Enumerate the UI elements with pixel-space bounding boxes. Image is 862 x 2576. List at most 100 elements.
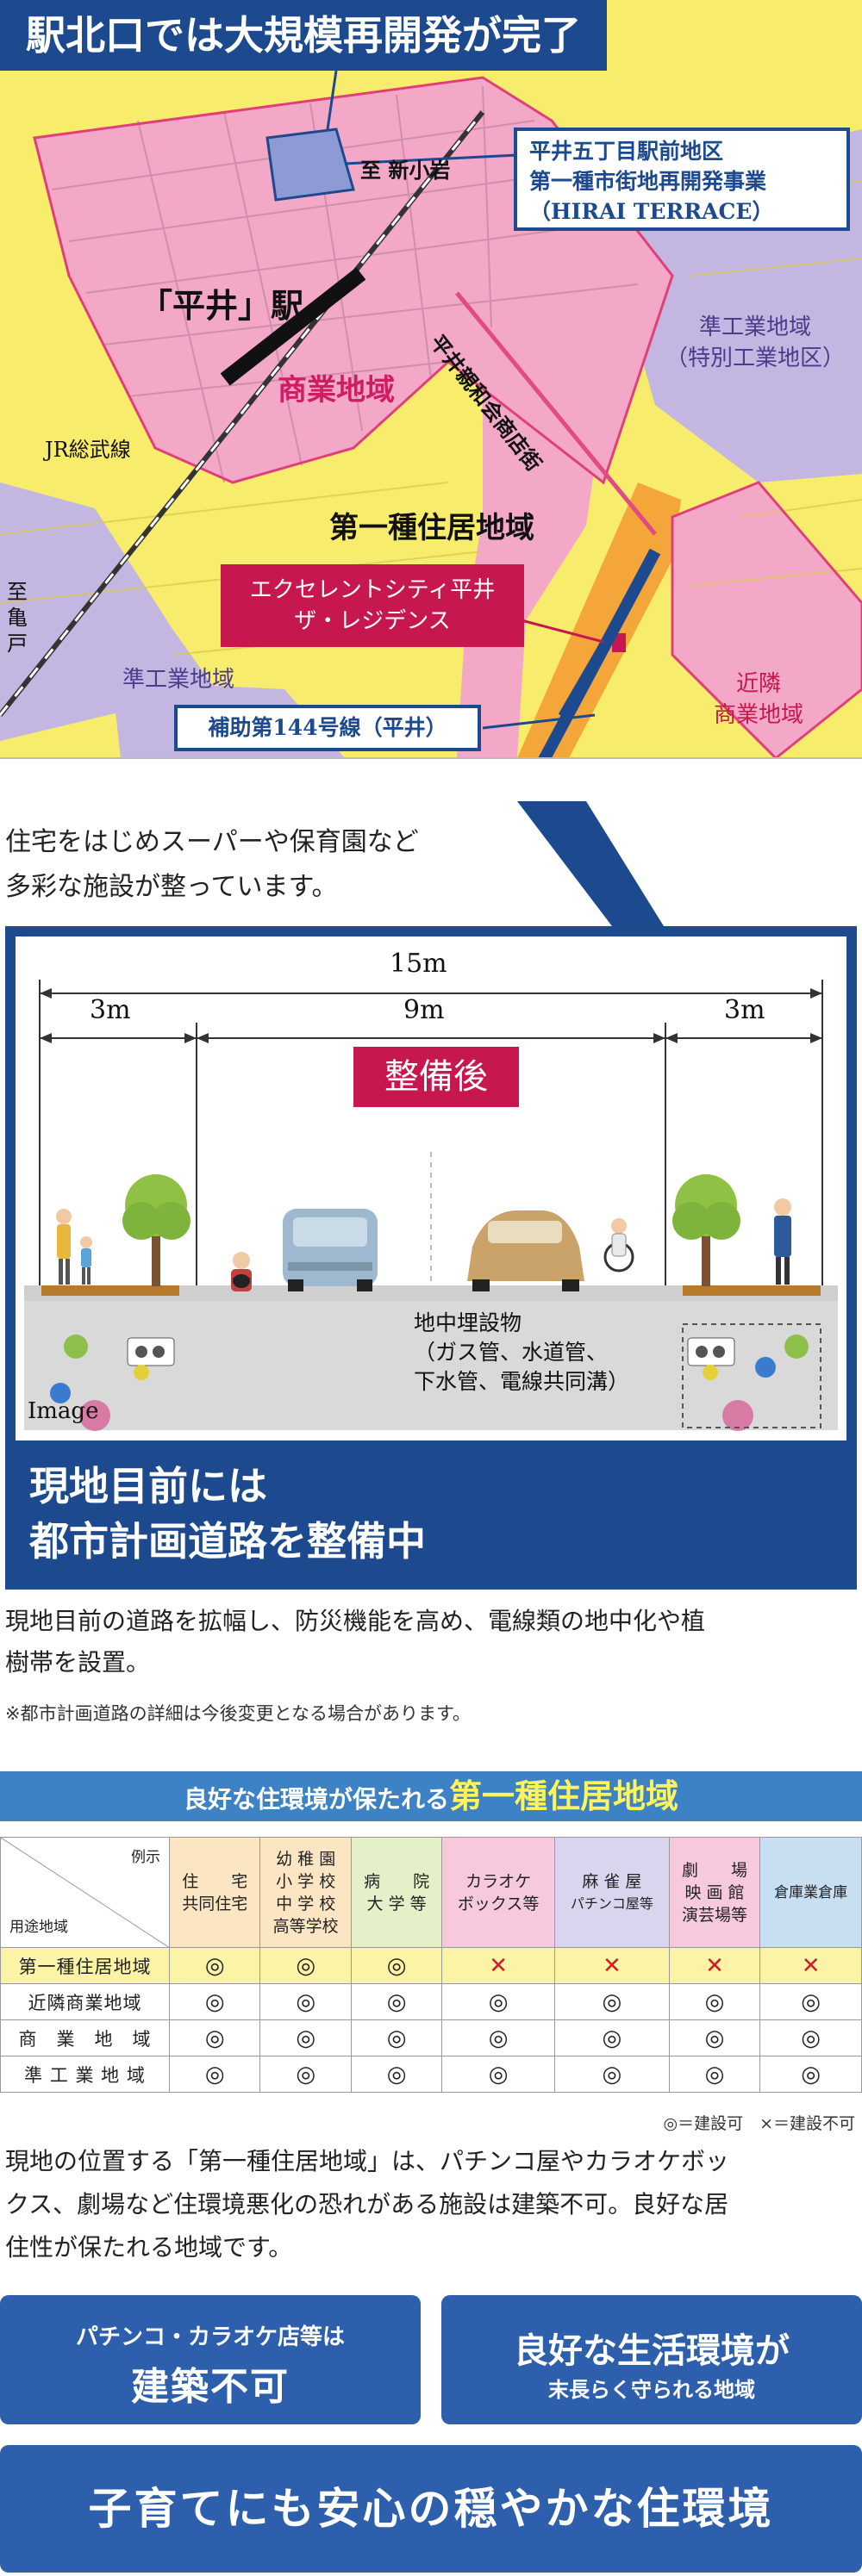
table-cell: ◎ [350, 1947, 443, 1984]
col-header-line: 中 学 校 [276, 1894, 336, 1913]
road-pointer-wedge [517, 801, 664, 926]
property-line-2: ザ・レジデンス [294, 608, 451, 634]
badge-no-construction-big: 建築不可 [131, 2365, 290, 2409]
road-section-graphic [24, 980, 838, 1431]
col-header-line: 麻 雀 屋 [582, 1871, 642, 1891]
col-header: 住 宅共同住宅 [168, 1837, 261, 1948]
corner-top-label: 例示 [131, 1849, 160, 1866]
col-header-line: 倉庫業倉庫 [774, 1883, 848, 1901]
road-headline-line-1: 現地目前には [29, 1463, 267, 1509]
table-cell: ✕ [668, 1947, 761, 1984]
road-text-line-1: 現地目前の道路を拡幅し、防災機能を高め、電線類の地中化や植 [5, 1607, 706, 1635]
after-label: 整備後 [353, 1047, 519, 1107]
badge-no-construction: パチンコ・カラオケ店等は 建築不可 [0, 2295, 421, 2424]
redevelopment-line-1: 平井五丁目駅前地区 [529, 139, 724, 164]
col-header: 幼 稚 園小 学 校中 学 校高等学校 [259, 1837, 352, 1948]
table-cell: ✕ [553, 1947, 670, 1984]
residential-zone-label: 第一種住居地域 [329, 511, 534, 545]
table-cell: ◎ [168, 2019, 261, 2056]
badge-no-construction-small: パチンコ・カラオケ店等は [75, 2324, 345, 2350]
table-cell: ◎ [553, 2056, 670, 2093]
to-kameido-char-1: 至 [7, 580, 28, 604]
table-cell: ◎ [168, 2056, 261, 2093]
table-legend: ◎＝建設可 ×＝建設不可 [663, 2114, 856, 2133]
property-line-1: エクセレントシティ平井 [249, 577, 496, 603]
road-text: 現地目前の道路を拡幅し、防災機能を高め、電線類の地中化や植 樹帯を設置。 [0, 1601, 862, 1683]
table-cell: ◎ [668, 1983, 761, 2020]
intro-line-2: 多彩な施設が整っています。 [5, 872, 338, 902]
col-header-line: ボックス等 [457, 1894, 540, 1913]
intro-text: 住宅をはじめスーパーや保育園など 多彩な施設が整っています。 [0, 820, 862, 910]
table-cell: ✕ [441, 1947, 555, 1984]
col-header: 病 院大 学 等 [350, 1837, 443, 1948]
semi-industrial-special-line-2: （特別工業地区） [665, 345, 846, 371]
badge-good-environment: 良好な生活環境が 末長らく守られる地域 [441, 2295, 862, 2424]
table-cell: ◎ [259, 1983, 352, 2020]
col-header: カラオケボックス等 [441, 1837, 555, 1948]
left-width-label: 3m [90, 995, 131, 1025]
intro-line-1: 住宅をはじめスーパーや保育園など [5, 827, 419, 857]
table-cell: ◎ [350, 1983, 443, 2020]
corner-diagonal [1, 1838, 170, 1948]
col-header-line: 共同住宅 [182, 1894, 248, 1913]
zone-table: 例示 用途地域 住 宅共同住宅 幼 稚 園小 学 校中 学 校高等学校 病 院大… [0, 1837, 862, 2093]
redevelopment-line-3: （HIRAI TERRACE） [529, 199, 774, 224]
table-cell: ✕ [759, 1947, 862, 1984]
redevelopment-line-2: 第一種市街地再開発事業 [529, 169, 767, 194]
semi-industrial-special-line-1: 準工業地域 [699, 314, 812, 340]
col-header-line: 映 画 館 [684, 1882, 745, 1902]
table-cell: ◎ [668, 2056, 761, 2093]
zone-text-line-2: クス、劇場など住環境悪化の恐れがある施設は建築不可。良好な居 [5, 2190, 729, 2218]
table-row: 商 業 地 域 ◎ ◎ ◎ ◎ ◎ ◎ ◎ [0, 2019, 862, 2056]
zone-table-title-prefix: 良好な住環境が保たれる [183, 1785, 449, 1814]
zone-text: 現地の位置する「第一種住居地域」は、パチンコ屋やカラオケボッ クス、劇場など住環… [0, 2140, 862, 2269]
underground-line-1: 地中埋設物 [414, 1310, 522, 1335]
table-cell: ◎ [553, 1983, 670, 2020]
table-cell: ◎ [168, 1983, 261, 2020]
col-header: 麻 雀 屋パチンコ屋等 [553, 1837, 670, 1948]
zone-table-header-row: 例示 用途地域 住 宅共同住宅 幼 稚 園小 学 校中 学 校高等学校 病 院大… [0, 1837, 862, 1948]
col-header-line: パチンコ屋等 [570, 1895, 653, 1912]
underground-line-2: （ガス管、水道管、 [414, 1340, 609, 1365]
to-kameido-char-2: 亀 [7, 606, 28, 630]
col-header-line: 病 院 [364, 1871, 430, 1891]
table-cell: ◎ [553, 2019, 670, 2056]
table-cell: ◎ [259, 2019, 352, 2056]
map-title: 駅北口では大規模再開発が完了 [0, 0, 607, 71]
road-headline-band: 現地目前には 都市計画道路を整備中 [5, 1440, 857, 1587]
col-header-line: カラオケ [465, 1871, 532, 1891]
image-note: Image [28, 1398, 99, 1424]
table-cell: ◎ [350, 2056, 443, 2093]
neighborhood-commercial-line-1: 近隣 [736, 671, 782, 697]
table-cell: ◎ [441, 1983, 555, 2020]
station-label: 「平井」駅 [140, 286, 304, 325]
table-cell: ◎ [759, 1983, 862, 2020]
road-text-line-2: 樹帯を設置。 [5, 1648, 151, 1677]
col-header-line: 住 宅 [182, 1871, 248, 1891]
table-cell: ◎ [759, 2056, 862, 2093]
semi-industrial-label: 準工業地域 [122, 667, 235, 693]
col-header: 倉庫業倉庫 [759, 1837, 862, 1948]
zone-table-title-big: 第一種住居地域 [449, 1776, 679, 1815]
table-cell: ◎ [441, 2019, 555, 2056]
col-header-line: 小 学 校 [276, 1871, 336, 1891]
table-row: 準 工 業 地 域 ◎ ◎ ◎ ◎ ◎ ◎ ◎ [0, 2056, 862, 2093]
zone-text-line-1: 現地の位置する「第一種住居地域」は、パチンコ屋やカラオケボッ [5, 2147, 730, 2175]
row-name: 商 業 地 域 [0, 2019, 170, 2056]
table-row: 第一種住居地域 ◎ ◎ ◎ ✕ ✕ ✕ ✕ [0, 1947, 862, 1984]
row-name: 準 工 業 地 域 [0, 2056, 170, 2093]
badge-good-environment-big: 良好な生活環境が [514, 2331, 790, 2371]
col-header-line: 幼 稚 園 [276, 1849, 336, 1869]
corner-cell: 例示 用途地域 [0, 1837, 170, 1948]
row-name: 第一種住居地域 [0, 1947, 170, 1984]
col-header: 劇 場映 画 館演芸場等 [668, 1837, 761, 1948]
table-cell: ◎ [168, 1947, 261, 1984]
col-header-line: 演芸場等 [681, 1905, 747, 1925]
badge-good-environment-small: 末長らく守られる地域 [548, 2378, 755, 2402]
table-cell: ◎ [350, 2019, 443, 2056]
to-kameido-label: 至 亀 戸 [7, 579, 28, 656]
corner-bottom-label: 用途地域 [9, 1919, 68, 1936]
road-headline-line-2: 都市計画道路を整備中 [29, 1518, 426, 1565]
property-label: エクセレントシティ平井 ザ・レジデンス [221, 564, 524, 647]
table-cell: ◎ [259, 2056, 352, 2093]
